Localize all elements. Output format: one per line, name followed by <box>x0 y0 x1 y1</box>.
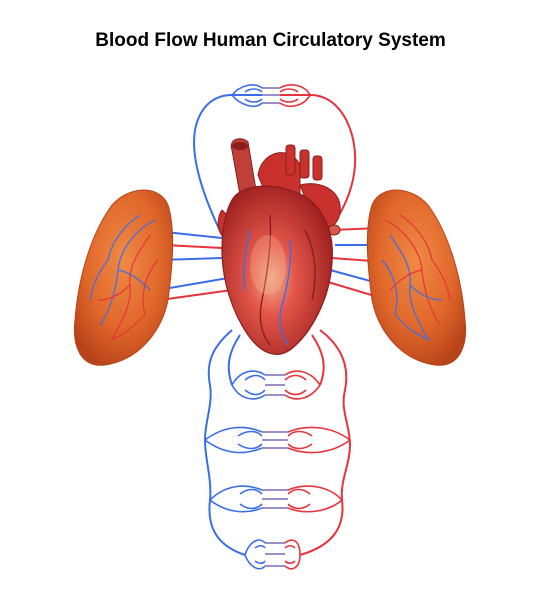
body-artery-path-inner <box>311 334 325 386</box>
body-artery-path <box>299 329 352 556</box>
page-title: Blood Flow Human Circulatory System <box>95 30 446 51</box>
left-lung-icon <box>73 189 174 366</box>
capillary-bed-body-4 <box>244 539 301 570</box>
head-vein-path <box>193 94 262 236</box>
head-artery-path <box>280 94 357 221</box>
capillary-bed-body-1 <box>231 370 321 400</box>
capillary-bed-body-2 <box>204 426 351 454</box>
body-vein-path <box>203 329 246 556</box>
capillary-bed-head <box>231 84 311 107</box>
heart-icon <box>217 138 341 355</box>
body-vein-path-inner <box>227 334 241 386</box>
right-lung-icon <box>366 189 467 366</box>
capillary-bed-body-3 <box>209 485 343 513</box>
